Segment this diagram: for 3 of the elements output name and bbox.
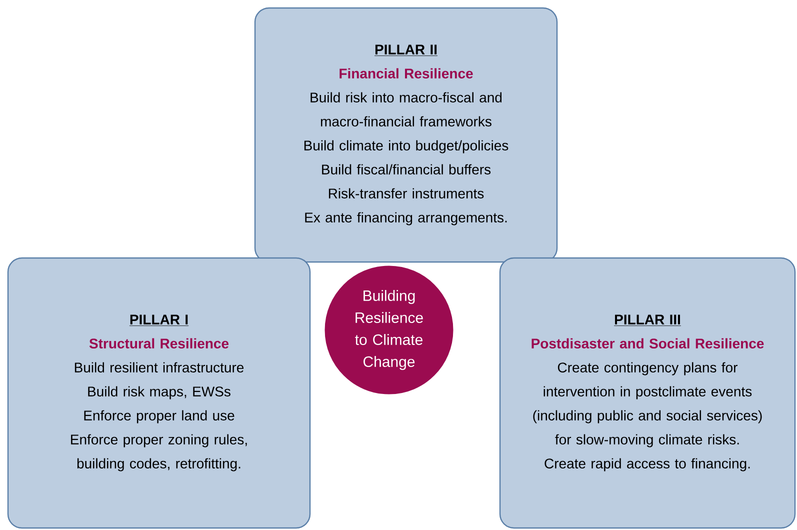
pillar-box: PILLAR I Structural Resilience Build resilient infrastructure Build risk maps, EWSs Enforce proper land use Enforce proper zoning rules, building codes, retrofitting. [7, 257, 311, 529]
pillar-box: PILLAR II Financial Resilience Build risk into macro-fiscal and macro-financial frameworks Build climate into budget/policies Build fiscal/financial buffers Risk-transfer instruments Ex ante financing arrangements. [254, 7, 558, 263]
pillar-box: PILLAR III Postdisaster and Social Resilience Create contingency plans for intervention in postclimate events (including public and social services) for slow-moving climate risks. Create rapid access to financing. [499, 257, 796, 529]
